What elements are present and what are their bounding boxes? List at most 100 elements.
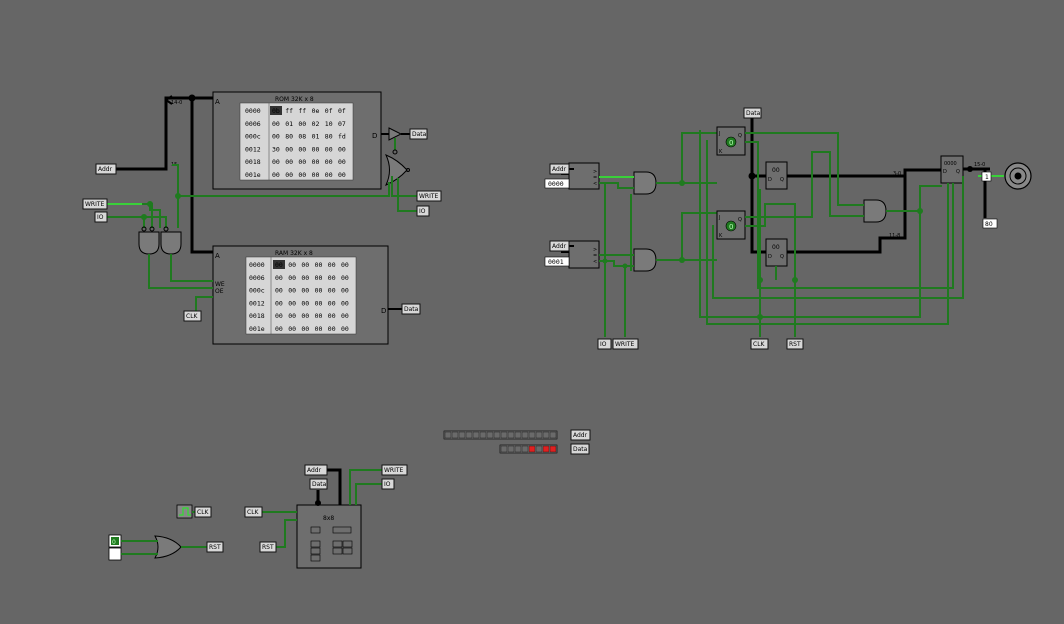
memory-cell[interactable]: 00 <box>285 171 293 179</box>
tunnel-rst-kb: RST <box>259 541 277 553</box>
memory-cell[interactable]: 80 <box>325 133 333 141</box>
memory-cell[interactable]: 00 <box>298 145 306 153</box>
memory-cell[interactable]: 0f <box>325 107 333 115</box>
memory-cell[interactable]: 01 <box>312 133 320 141</box>
data-led-strip <box>499 444 558 454</box>
memory-cell[interactable]: 00 <box>338 171 346 179</box>
memory-cell[interactable]: 00 <box>341 287 349 295</box>
memory-cell[interactable]: 00 <box>315 261 323 269</box>
memory-cell[interactable]: 00 <box>315 274 323 282</box>
memory-address: 000c <box>249 287 265 295</box>
svg-text:Addr: Addr <box>307 467 322 474</box>
memory-cell[interactable]: 00 <box>275 299 283 307</box>
memory-cell[interactable]: 02 <box>312 120 320 128</box>
memory-cell[interactable]: 00 <box>312 171 320 179</box>
keyboard-component[interactable] <box>296 504 362 569</box>
tunnel-write-left: WRITE <box>82 198 108 210</box>
memory-cell[interactable]: 00 <box>301 287 309 295</box>
memory-cell[interactable]: 00 <box>288 299 296 307</box>
memory-cell[interactable]: 00 <box>328 287 336 295</box>
memory-cell[interactable]: 10 <box>325 120 333 128</box>
memory-cell[interactable]: 00 <box>341 312 349 320</box>
memory-cell[interactable]: 30 <box>272 145 280 153</box>
memory-cell[interactable]: 08 <box>298 133 306 141</box>
svg-text:Q: Q <box>738 217 742 223</box>
memory-cell[interactable]: fd <box>338 133 346 141</box>
led <box>500 431 508 439</box>
memory-cell[interactable]: 00 <box>288 274 296 282</box>
memory-cell[interactable]: 00 <box>275 287 283 295</box>
memory-address: 0006 <box>249 274 265 282</box>
memory-cell[interactable]: 0f <box>338 107 346 115</box>
memory-cell[interactable]: 00 <box>312 145 320 153</box>
memory-cell[interactable]: 00 <box>341 274 349 282</box>
svg-text:0: 0 <box>729 139 733 147</box>
svg-text:J: J <box>718 131 720 137</box>
memory-cell[interactable]: 00 <box>338 145 346 153</box>
led <box>528 431 536 439</box>
svg-text:11-8: 11-8 <box>889 233 900 239</box>
memory-cell[interactable]: 00 <box>315 287 323 295</box>
clock-icon <box>179 507 191 516</box>
memory-cell[interactable]: 00 <box>272 171 280 179</box>
memory-cell[interactable]: 00 <box>301 261 309 269</box>
memory-cell[interactable]: 00 <box>275 274 283 282</box>
memory-cell[interactable]: 00 <box>325 145 333 153</box>
memory-cell[interactable]: 00 <box>341 325 349 333</box>
memory-cell[interactable]: 00 <box>298 158 306 166</box>
memory-cell[interactable]: 00 <box>288 287 296 295</box>
led <box>549 431 557 439</box>
memory-cell[interactable]: 00 <box>315 325 323 333</box>
memory-cell[interactable]: 00 <box>328 312 336 320</box>
memory-cell[interactable]: 0e <box>312 107 320 115</box>
memory-cell[interactable]: 00 <box>328 299 336 307</box>
memory-cell[interactable]: ff <box>285 107 293 115</box>
svg-text:WRITE: WRITE <box>384 467 404 474</box>
memory-cell[interactable]: 00 <box>288 325 296 333</box>
and-gate-1 <box>633 171 657 195</box>
memory-cell[interactable]: 00 <box>272 158 280 166</box>
reset-button[interactable] <box>108 547 122 561</box>
memory-cell[interactable]: 00 <box>341 261 349 269</box>
memory-cell[interactable]: 00 <box>275 261 283 269</box>
clock-source[interactable] <box>176 504 193 519</box>
memory-cell[interactable]: 01 <box>285 120 293 128</box>
memory-cell[interactable]: 07 <box>338 120 346 128</box>
memory-cell[interactable]: 00 <box>301 274 309 282</box>
memory-cell[interactable]: 00 <box>275 312 283 320</box>
memory-cell[interactable]: 00 <box>288 312 296 320</box>
memory-cell[interactable]: 00 <box>301 299 309 307</box>
memory-cell[interactable]: 00 <box>328 261 336 269</box>
memory-cell[interactable]: 00 <box>298 171 306 179</box>
bus-split-label: 14-0 <box>171 100 182 106</box>
memory-cell[interactable]: 00 <box>288 261 296 269</box>
tunnel-clk-source: CLK <box>194 506 212 518</box>
memory-cell[interactable]: 00 <box>301 325 309 333</box>
svg-text:0: 0 <box>112 539 116 546</box>
memory-cell[interactable]: 00 <box>328 274 336 282</box>
memory-cell[interactable]: 00 <box>301 312 309 320</box>
memory-cell[interactable]: 00 <box>315 312 323 320</box>
memory-cell[interactable]: 00 <box>325 171 333 179</box>
memory-cell[interactable]: 80 <box>285 133 293 141</box>
memory-cell[interactable]: ff <box>298 107 306 115</box>
memory-cell[interactable]: 00 <box>312 158 320 166</box>
ram-data-pin: D <box>381 307 386 315</box>
memory-cell[interactable]: 00 <box>325 158 333 166</box>
memory-cell[interactable]: 00 <box>272 120 280 128</box>
memory-cell[interactable]: 00 <box>285 145 293 153</box>
memory-cell[interactable]: 00 <box>275 325 283 333</box>
memory-cell[interactable]: 00 <box>298 120 306 128</box>
memory-cell[interactable]: 0b <box>272 107 280 115</box>
svg-text:IO: IO <box>97 214 104 221</box>
memory-address: 0012 <box>245 145 261 153</box>
memory-cell[interactable]: 00 <box>338 158 346 166</box>
memory-cell[interactable]: 00 <box>285 158 293 166</box>
svg-text:Data: Data <box>412 131 427 138</box>
memory-cell[interactable]: 00 <box>328 325 336 333</box>
memory-cell[interactable]: 00 <box>272 133 280 141</box>
memory-cell[interactable]: 00 <box>341 299 349 307</box>
svg-text:Data: Data <box>404 306 419 313</box>
memory-address: 001e <box>249 325 265 333</box>
memory-cell[interactable]: 00 <box>315 299 323 307</box>
